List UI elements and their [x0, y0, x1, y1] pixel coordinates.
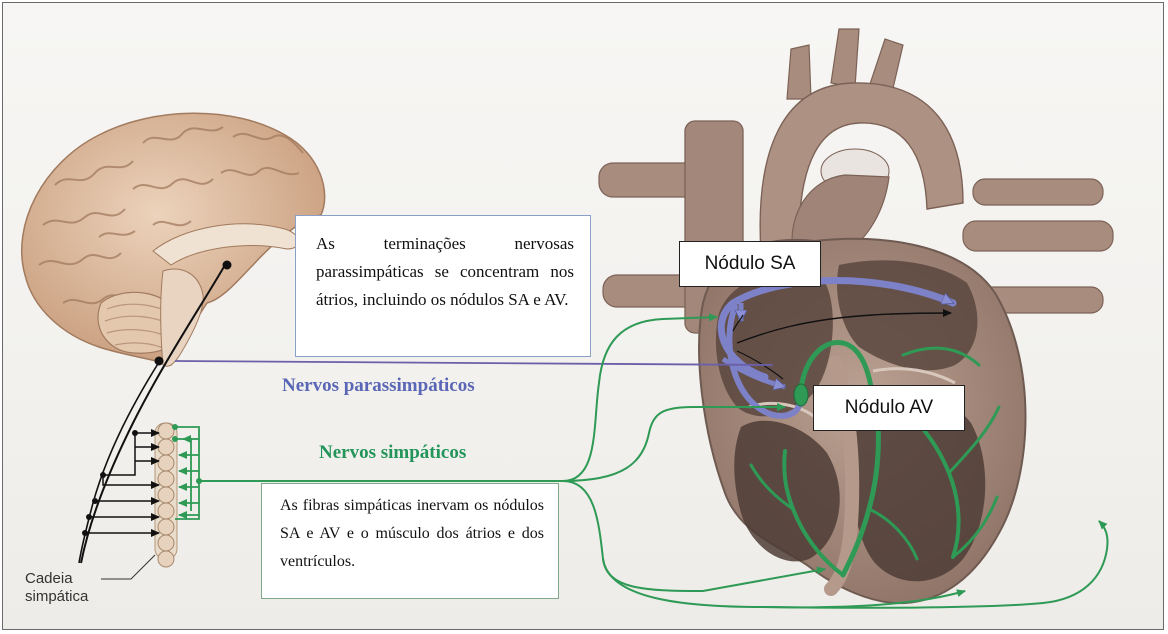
- sa-node-label: Nódulo SA: [679, 241, 821, 287]
- sympathetic-nerves-label: Nervos simpáticos: [319, 442, 466, 464]
- brain: [22, 113, 325, 366]
- av-node-label: Nódulo AV: [813, 385, 965, 431]
- sympathetic-chain-label-line2: simpática: [25, 588, 88, 606]
- parasympathetic-nerve: [175, 361, 773, 365]
- sympathetic-chain-label: Cadeia simpática: [25, 570, 88, 606]
- cadeia-leader: [101, 555, 155, 579]
- parasympathetic-nerves-label: Nervos parassimpáticos: [282, 375, 475, 397]
- av-node-text: Nódulo AV: [845, 397, 933, 419]
- sympathetic-info-text: As fibras simpáticas inervam os nódulos …: [280, 497, 544, 570]
- fiber-dots: [82, 430, 138, 536]
- av-node-marker: [794, 384, 808, 406]
- postganglionic-fibers: [175, 427, 199, 519]
- parasympathetic-info-text: As terminações nervosas parassimpáticas …: [316, 234, 574, 309]
- sa-node-text: Nódulo SA: [705, 253, 796, 275]
- sympathetic-chain: [155, 423, 177, 567]
- sympathetic-chain-label-line1: Cadeia: [25, 570, 88, 588]
- parasympathetic-info-box: As terminações nervosas parassimpáticas …: [295, 215, 591, 357]
- sympathetic-info-box: As fibras simpáticas inervam os nódulos …: [261, 483, 559, 599]
